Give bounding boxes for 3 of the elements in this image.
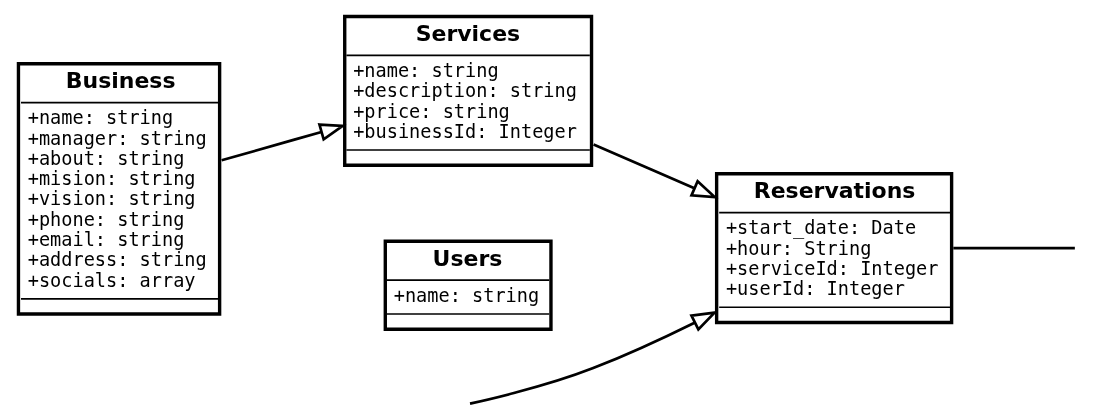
arrow (221, 123, 347, 162)
connector (953, 246, 1075, 250)
arrow (593, 143, 719, 199)
